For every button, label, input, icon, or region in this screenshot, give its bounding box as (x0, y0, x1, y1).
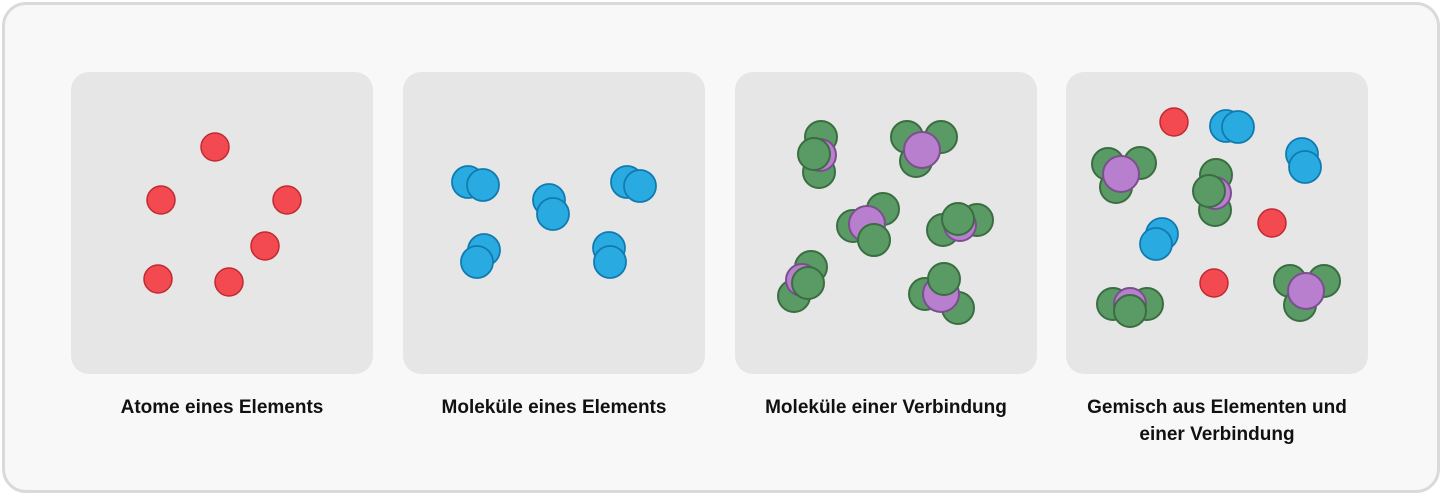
compound-molecules-illustration (777, 120, 994, 325)
compound-molecule (836, 192, 900, 257)
atom (272, 185, 302, 215)
caption-mixture: Gemisch aus Elementen und einer Verbindu… (1087, 397, 1347, 445)
atom (146, 185, 176, 215)
atoms-illustration (143, 132, 302, 297)
caption-atoms-of-element: Atome eines Elements (120, 397, 324, 418)
atom (143, 264, 173, 294)
compound-molecule (1091, 146, 1157, 204)
compound-molecule (890, 120, 958, 178)
panel-mixture (1066, 72, 1368, 374)
atom (1159, 107, 1189, 137)
element-molecules-illustration (451, 165, 657, 279)
element-molecule (1285, 137, 1322, 184)
compound-molecule (1096, 287, 1164, 328)
element-molecule (532, 183, 570, 231)
element-molecule (610, 165, 657, 203)
element-molecule (451, 165, 500, 202)
panel-atoms-of-element (71, 72, 373, 374)
panel-molecules-of-compound (735, 72, 1037, 374)
compound-molecule (926, 202, 994, 247)
panel-molecules-of-element (403, 72, 705, 374)
element-molecule (460, 233, 501, 279)
atom (1257, 208, 1287, 238)
atom (1199, 268, 1229, 298)
caption-molecules-of-compound: Moleküle einer Verbindung (765, 397, 1007, 418)
caption-molecules-of-element: Moleküle eines Elements (441, 397, 667, 418)
compound-molecule (1273, 264, 1341, 322)
atom (250, 231, 280, 261)
atom (200, 132, 230, 162)
mixture-illustration (1091, 107, 1341, 328)
element-molecule (1139, 217, 1179, 261)
compound-molecule (777, 250, 828, 313)
compound-molecule (908, 262, 975, 325)
element-molecule (592, 231, 627, 279)
compound-molecule (1192, 158, 1233, 227)
element-molecule (1209, 109, 1255, 144)
compound-molecule (797, 120, 838, 189)
atom (214, 267, 244, 297)
